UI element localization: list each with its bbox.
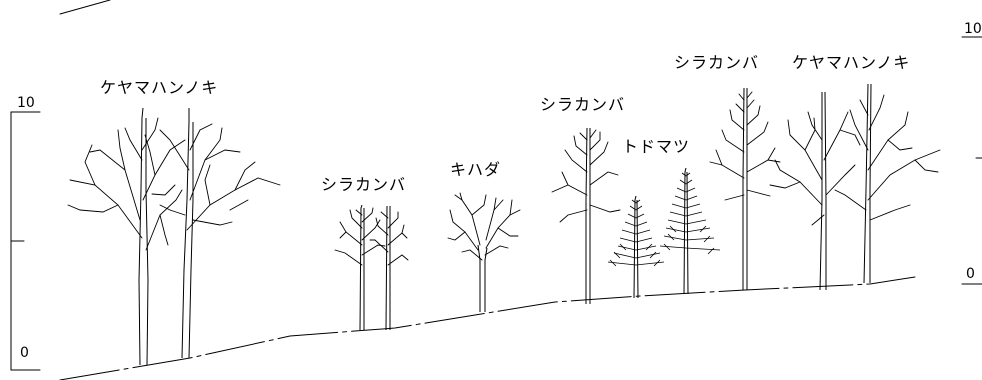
label-todomatsu: トドマツ — [622, 137, 690, 156]
scale-left-bottom-label: 0 — [20, 345, 29, 361]
label-shirakanba-3: シラカンバ — [674, 53, 759, 72]
height-scale-left: 10 0 — [10, 95, 41, 371]
scale-right-top-label: 10 — [964, 21, 982, 37]
tree-shirakanba-1 — [334, 204, 409, 331]
tree-keyamahannoki-right — [769, 83, 941, 291]
label-keyamahannoki-left: ケヤマハンノキ — [100, 78, 218, 97]
ground-line — [59, 276, 916, 380]
tree-keyamahannoki-left — [67, 107, 281, 366]
corner-line — [59, 0, 111, 15]
tree-todomatsu — [607, 167, 721, 299]
label-keyamahannoki-right: ケヤマハンノキ — [792, 53, 910, 72]
scale-right-bottom-label: 0 — [966, 266, 975, 282]
tree-kihada — [447, 192, 521, 312]
height-scale-right: 10 0 — [961, 21, 982, 285]
tree-shirakanba-2 — [551, 127, 621, 304]
tree-shirakanba-3 — [709, 87, 781, 290]
label-shirakanba-2: シラカンバ — [540, 95, 625, 114]
scale-left-top-label: 10 — [17, 95, 35, 111]
label-kihada: キハダ — [450, 160, 501, 179]
label-shirakanba-1: シラカンバ — [321, 175, 406, 194]
